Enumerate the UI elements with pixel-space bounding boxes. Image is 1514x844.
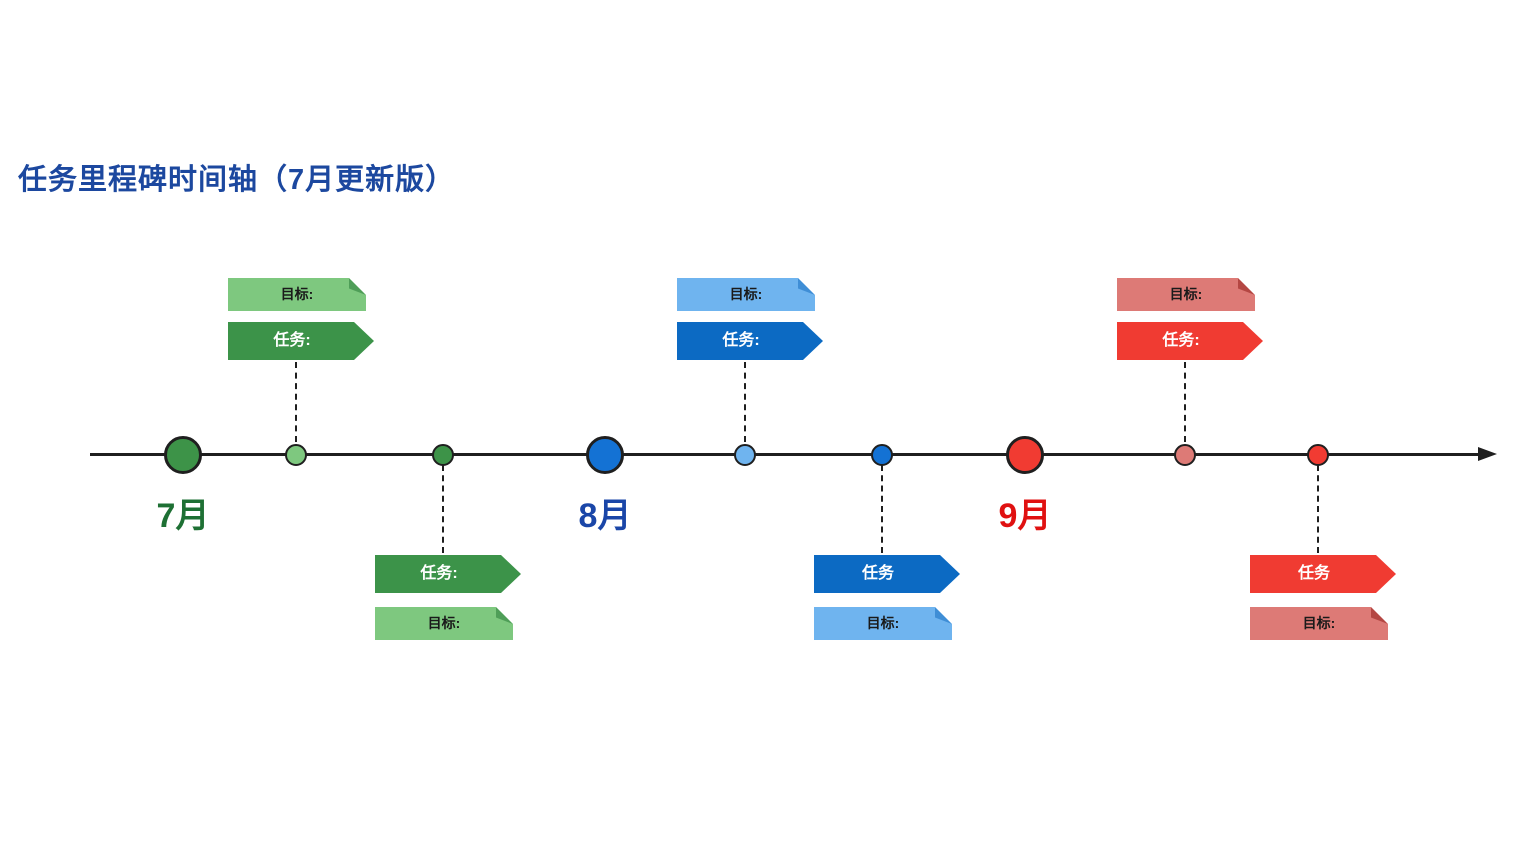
timeline-axis: [90, 453, 1482, 456]
goal-label: 目标:: [729, 286, 763, 302]
connector-line: [295, 362, 297, 442]
label-group-august-above: 目标: 任务:: [677, 278, 823, 444]
goal-note: 目标:: [814, 607, 952, 640]
arrow-right-icon: [1478, 447, 1497, 461]
milestone-dot-july-goal: [285, 444, 307, 466]
folded-corner-icon: [935, 607, 952, 624]
milestone-dot-september-task: [1307, 444, 1329, 466]
connector-line: [744, 362, 746, 442]
folded-corner-icon: [798, 278, 815, 295]
milestone-dot-august-goal: [734, 444, 756, 466]
goal-note: 目标:: [228, 278, 366, 311]
page-title: 任务里程碑时间轴（7月更新版）: [18, 164, 456, 196]
goal-note: 目标:: [677, 278, 815, 311]
label-group-august-below: 任务 目标:: [814, 465, 960, 640]
task-banner: 任务:: [228, 322, 374, 360]
connector-line: [1317, 465, 1319, 553]
label-group-september-above: 目标: 任务:: [1117, 278, 1263, 444]
task-label: 任务:: [273, 332, 311, 349]
connector-line: [1184, 362, 1186, 442]
milestone-dot-august-task: [871, 444, 893, 466]
task-banner: 任务:: [375, 555, 521, 593]
task-banner: 任务:: [1117, 322, 1263, 360]
milestone-dot-july-major: [164, 436, 202, 474]
goal-label: 目标:: [427, 615, 461, 631]
milestone-dot-july-task: [432, 444, 454, 466]
milestone-dot-august-major: [586, 436, 624, 474]
milestone-dot-september-major: [1006, 436, 1044, 474]
folded-corner-icon: [1238, 278, 1255, 295]
folded-corner-icon: [496, 607, 513, 624]
goal-note: 目标:: [1250, 607, 1388, 640]
folded-corner-icon: [349, 278, 366, 295]
label-group-september-below: 任务 目标:: [1250, 465, 1396, 640]
month-label-september: 9月: [998, 497, 1052, 535]
month-label-august: 8月: [578, 497, 632, 535]
task-banner: 任务: [814, 555, 960, 593]
task-label: 任务:: [1162, 332, 1200, 349]
connector-line: [881, 465, 883, 553]
task-label: 任务:: [722, 332, 760, 349]
task-label: 任务: [861, 565, 894, 582]
milestone-dot-september-goal: [1174, 444, 1196, 466]
goal-label: 目标:: [1169, 286, 1203, 302]
goal-note: 目标:: [375, 607, 513, 640]
goal-note: 目标:: [1117, 278, 1255, 311]
label-group-july-below: 任务: 目标:: [375, 465, 521, 640]
connector-line: [442, 465, 444, 553]
month-label-july: 7月: [156, 497, 210, 535]
task-label: 任务:: [420, 565, 458, 582]
task-banner: 任务:: [677, 322, 823, 360]
folded-corner-icon: [1371, 607, 1388, 624]
goal-label: 目标:: [866, 615, 900, 631]
task-label: 任务: [1297, 565, 1330, 582]
task-banner: 任务: [1250, 555, 1396, 593]
goal-label: 目标:: [280, 286, 314, 302]
label-group-july-above: 目标: 任务:: [228, 278, 374, 444]
goal-label: 目标:: [1302, 615, 1336, 631]
